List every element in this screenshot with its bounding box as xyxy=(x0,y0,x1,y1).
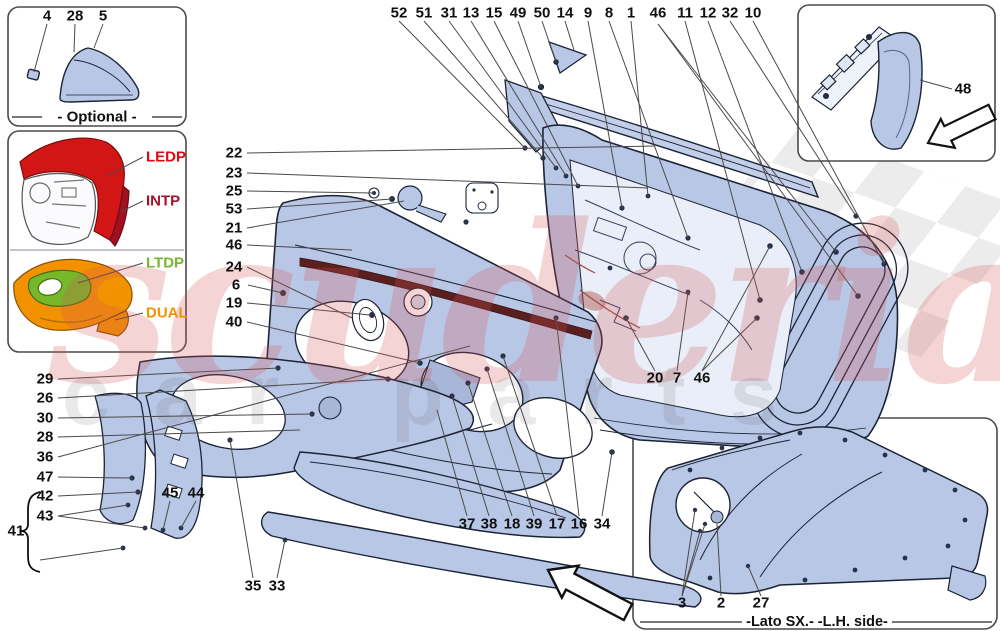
callout-15: 15 xyxy=(485,4,503,22)
callout-21: 21 xyxy=(225,219,243,237)
callout-33: 33 xyxy=(268,577,286,595)
callout-10: 10 xyxy=(744,4,762,22)
callout-53: 53 xyxy=(225,200,243,218)
callout-51: 51 xyxy=(415,4,433,22)
callout-34: 34 xyxy=(593,515,611,533)
callout-31: 31 xyxy=(440,4,458,22)
callout-23: 23 xyxy=(225,164,243,182)
lh-side-caption: -Lato SX.- -L.H. side- xyxy=(746,614,888,630)
callout-41: 41 xyxy=(7,522,25,540)
callout-52: 52 xyxy=(390,4,408,22)
callout-4: 4 xyxy=(42,7,52,25)
callout-32: 32 xyxy=(721,4,739,22)
callout-1: 1 xyxy=(626,4,636,22)
door-shell xyxy=(463,40,909,455)
detail-blue-panel xyxy=(870,31,923,150)
callout-26: 26 xyxy=(36,389,54,407)
callout-11: 11 xyxy=(677,4,693,22)
callout-43: 43 xyxy=(36,507,54,525)
callout-37: 37 xyxy=(458,515,476,533)
callout-24: 24 xyxy=(225,258,243,276)
callout-16: 16 xyxy=(570,515,588,533)
callout-50: 50 xyxy=(533,4,551,22)
color-code-dual: DUAL xyxy=(146,304,188,322)
callout-46-low: 46 xyxy=(693,369,711,387)
callout-46-top: 46 xyxy=(649,4,667,22)
callout-35: 35 xyxy=(244,577,262,595)
callout-30: 30 xyxy=(36,409,54,427)
callout-36: 36 xyxy=(36,448,54,466)
ltdp-dual-panel xyxy=(13,258,133,337)
optional-caption: - Optional - xyxy=(57,108,137,126)
callout-5: 5 xyxy=(98,7,108,25)
lh-inner-panel xyxy=(648,426,989,601)
callout-17: 17 xyxy=(548,515,566,533)
color-code-intp: INTP xyxy=(146,192,181,210)
callout-22: 22 xyxy=(225,144,243,162)
lower-trim-pieces xyxy=(20,355,702,608)
callout-9: 9 xyxy=(583,4,593,22)
callout-28-top: 28 xyxy=(66,7,84,25)
callout-27: 27 xyxy=(752,594,770,612)
callout-7: 7 xyxy=(672,369,682,387)
callout-3: 3 xyxy=(677,594,687,612)
callout-44: 44 xyxy=(187,484,205,502)
caption-rules xyxy=(10,116,992,623)
ledp-intp-panel xyxy=(19,137,130,248)
door-trim-panel xyxy=(262,182,603,493)
callout-49: 49 xyxy=(509,4,527,22)
callout-39: 39 xyxy=(525,515,543,533)
callout-19: 19 xyxy=(225,294,243,312)
callout-18: 18 xyxy=(503,515,521,533)
callout-40: 40 xyxy=(225,313,243,331)
callout-2: 2 xyxy=(716,594,726,612)
optional-mirror-cap-part xyxy=(26,47,140,103)
view-arrow-icon xyxy=(546,564,634,622)
color-code-ltdp: LTDP xyxy=(146,254,185,272)
callout-14: 14 xyxy=(556,4,574,22)
callout-42: 42 xyxy=(36,487,54,505)
callout-46-mid: 46 xyxy=(225,236,243,254)
callout-13: 13 xyxy=(462,4,480,22)
callout-47: 47 xyxy=(36,468,54,486)
callout-12: 12 xyxy=(699,4,717,22)
callout-28-left: 28 xyxy=(36,428,54,446)
callout-48: 48 xyxy=(954,80,972,98)
callout-29: 29 xyxy=(36,370,54,388)
callout-25: 25 xyxy=(225,182,243,200)
callout-38: 38 xyxy=(480,515,498,533)
leader-lines xyxy=(33,20,953,597)
color-code-ledp: LEDP xyxy=(146,148,187,166)
callout-20: 20 xyxy=(646,369,664,387)
window-rail-part xyxy=(811,26,899,111)
callout-6: 6 xyxy=(231,276,241,294)
callout-8: 8 xyxy=(604,4,614,22)
detail-arrow-icon xyxy=(926,103,997,150)
callout-45: 45 xyxy=(161,484,179,502)
